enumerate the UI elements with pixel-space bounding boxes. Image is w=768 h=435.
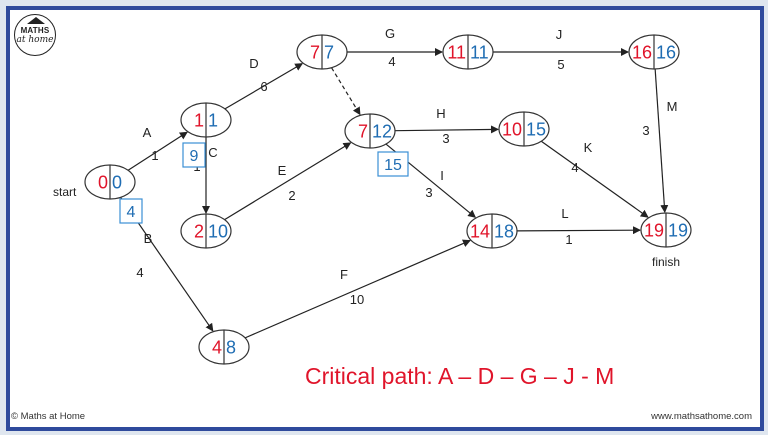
latest-time: 19 — [668, 221, 688, 241]
activity-name-label: L — [561, 206, 568, 221]
activity-duration-label: 2 — [288, 188, 295, 203]
latest-time: 1 — [208, 111, 218, 131]
activity-name-label: B — [144, 231, 153, 246]
logo-text-at-home: at home — [16, 35, 54, 45]
earliest-time: 0 — [98, 173, 108, 193]
activity-arrow-m — [654, 68, 669, 214]
earliest-time: 11 — [447, 43, 466, 63]
activity-duration-label: 3 — [442, 131, 449, 146]
activity-name-label: J — [556, 27, 563, 42]
latest-time: 7 — [324, 43, 334, 63]
activity-name-label: I — [440, 168, 444, 183]
latest-time: 12 — [372, 122, 392, 142]
activity-arrow-l — [516, 226, 642, 235]
activity-duration-label: 3 — [425, 185, 432, 200]
activity-arrow-a — [127, 131, 188, 171]
finish-label: finish — [652, 255, 680, 269]
float-box-border — [182, 142, 206, 168]
float-box: 9 — [182, 142, 206, 168]
activity-duration-label: 4 — [136, 265, 143, 280]
latest-time: 10 — [208, 222, 228, 242]
float-value: 9 — [190, 148, 199, 165]
earliest-time: 4 — [212, 338, 222, 358]
activity-name-label: G — [385, 26, 395, 41]
website-text: www.mathsathome.com — [651, 411, 752, 422]
activity-name-label: M — [667, 99, 678, 114]
earliest-time: 1 — [194, 111, 204, 131]
earliest-time: 7 — [358, 122, 368, 142]
latest-time: 11 — [470, 43, 489, 63]
activity-duration-label: 4 — [388, 54, 395, 69]
activity-arrow-d — [224, 63, 304, 110]
maths-at-home-logo: MATHS at home — [14, 14, 56, 56]
earliest-time: 10 — [502, 120, 522, 140]
activity-duration-label: 10 — [350, 292, 364, 307]
activity-duration-label: 3 — [642, 123, 649, 138]
activity-arrow-h — [394, 125, 500, 134]
float-box-border — [119, 198, 143, 224]
float-box: 4 — [119, 198, 143, 224]
latest-time: 16 — [656, 43, 676, 63]
float-box-border — [377, 151, 409, 177]
critical-path-caption: Critical path: A – D – G – J - M — [305, 363, 615, 389]
activity-name-label: E — [278, 163, 287, 178]
float-value: 15 — [384, 157, 402, 174]
activity-duration-label: 1 — [565, 232, 572, 247]
activity-name-label: H — [436, 106, 445, 121]
logo-text-maths: MATHS — [20, 26, 50, 35]
earliest-time: 16 — [632, 43, 652, 63]
dummy-activity-arrow — [331, 67, 361, 116]
activity-duration-label: 5 — [557, 57, 564, 72]
activity-name-label: K — [584, 140, 593, 155]
latest-time: 8 — [226, 338, 236, 358]
activity-name-label: D — [249, 56, 258, 71]
activity-duration-label: 6 — [260, 79, 267, 94]
activity-duration-label: 1 — [151, 148, 158, 163]
earliest-time: 2 — [194, 222, 204, 242]
start-label: start — [53, 185, 77, 199]
earliest-time: 19 — [644, 221, 664, 241]
copyright-text: © Maths at Home — [11, 411, 86, 422]
latest-time: 0 — [112, 173, 122, 193]
activity-arrow-f — [244, 239, 471, 339]
latest-time: 18 — [494, 222, 514, 242]
house-roof-icon — [27, 17, 45, 24]
activity-name-label: F — [340, 267, 348, 282]
activity-arrow-k — [540, 140, 649, 218]
earliest-time: 7 — [310, 43, 320, 63]
activity-name-label: C — [208, 145, 217, 160]
float-box: 15 — [377, 151, 409, 177]
activity-name-label: A — [143, 125, 152, 140]
latest-time: 15 — [526, 120, 546, 140]
activity-duration-label: 4 — [571, 160, 578, 175]
activity-arrow-e — [224, 142, 352, 221]
float-value: 4 — [127, 204, 136, 221]
earliest-time: 14 — [470, 222, 490, 242]
